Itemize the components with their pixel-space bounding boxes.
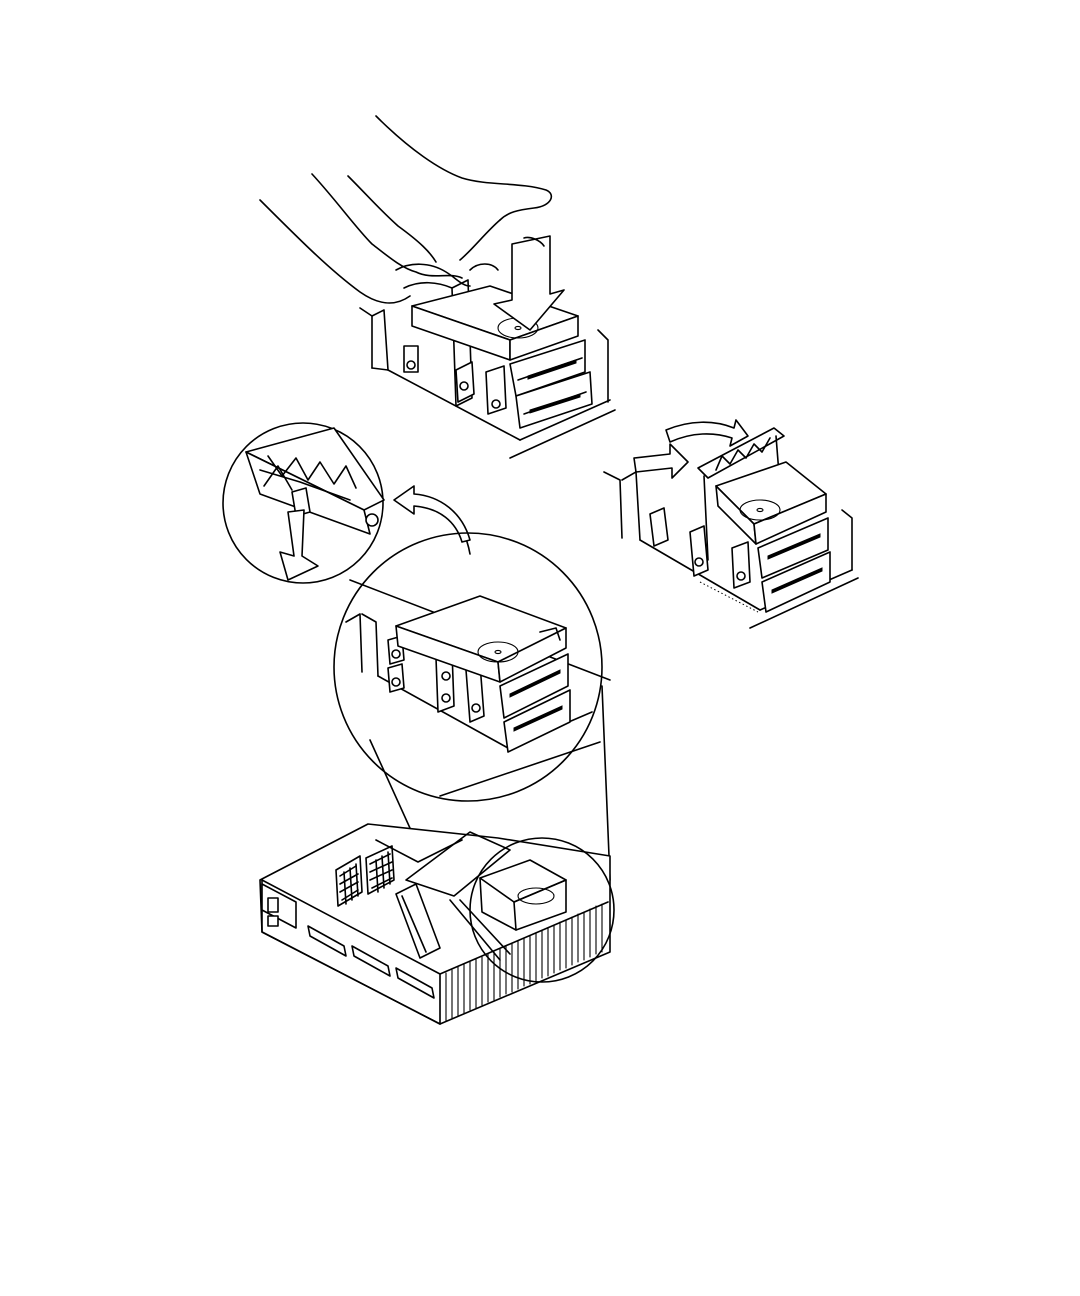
rotate-bracket-arrow-shape — [666, 420, 748, 446]
slide-bracket-arrow-shape — [634, 444, 688, 478]
swing-bracket-open-panel — [604, 420, 858, 628]
detail-callout-arrow — [394, 486, 470, 554]
system-chassis-overview-panel — [260, 824, 614, 1024]
press-drive-down-panel — [260, 116, 615, 458]
pull-latch-arrow-shape — [280, 510, 318, 580]
release-latch-detail-panel — [223, 423, 384, 583]
